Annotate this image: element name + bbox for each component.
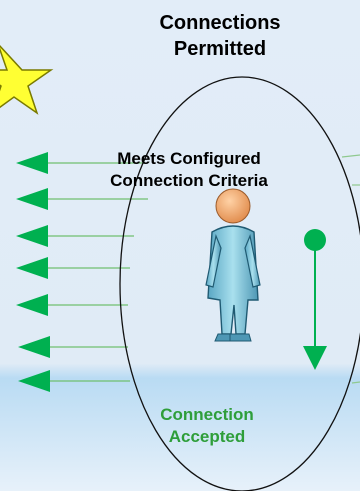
arrow-left-icon: [18, 336, 50, 358]
start-dot: [304, 229, 326, 251]
accepted-arrow: [303, 229, 327, 370]
arrow-left-icon: [16, 188, 48, 210]
person-icon: [205, 188, 261, 342]
connection-ellipse: [119, 76, 360, 491]
accepted-label: Connection Accepted: [160, 405, 254, 446]
arrow-left-icon: [18, 370, 50, 392]
arrow-left-icon: [16, 294, 48, 316]
right-connection-line: [341, 154, 360, 158]
arrow-left-icon: [16, 225, 48, 247]
arrow-left-icon: [16, 257, 48, 279]
diagram-title: Connections Permitted: [159, 12, 281, 60]
outgoing-arrows: [16, 152, 148, 392]
right-connection-line: [351, 381, 360, 384]
star-icon: [0, 45, 54, 115]
arrow-down-icon: [303, 346, 327, 370]
arrow-left-icon: [16, 152, 48, 174]
criteria-label: Meets Configured Connection Criteria: [110, 149, 268, 190]
